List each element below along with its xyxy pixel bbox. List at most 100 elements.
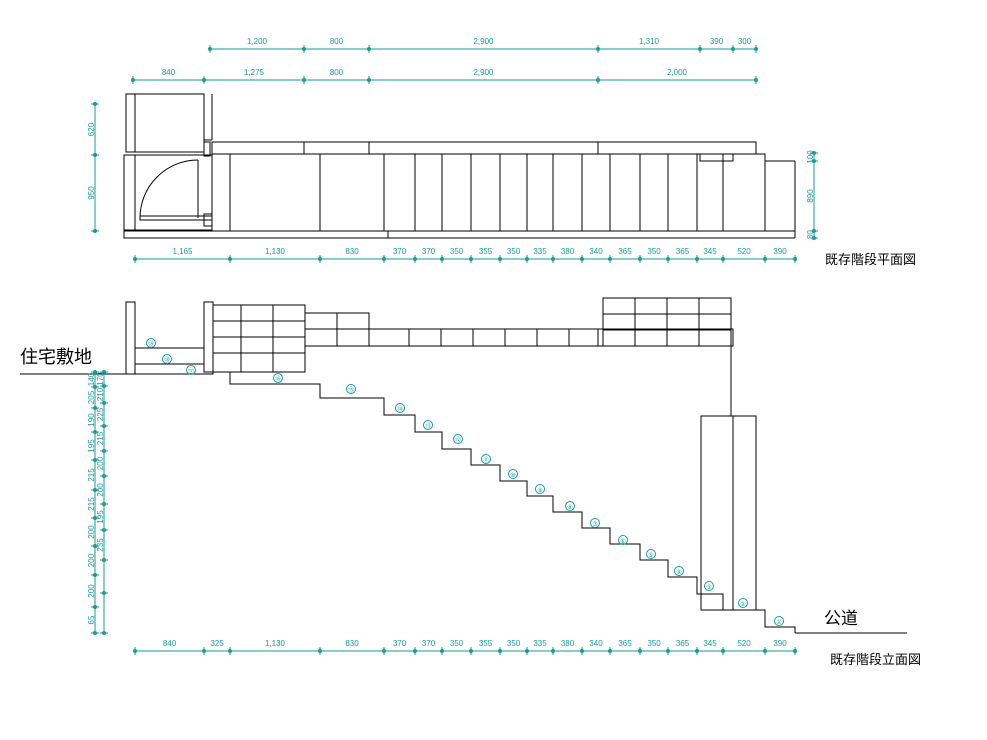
block-wall — [212, 304, 306, 373]
plan-top-dim-1-node — [302, 47, 306, 51]
plan-top-dim-2-node — [131, 78, 135, 82]
plan-top-dim-2-node — [596, 78, 600, 82]
plan-bottom-dim-label: 380 — [561, 247, 575, 256]
plan-upper-room — [125, 93, 205, 153]
step-marker-label: ⑦ — [592, 521, 598, 528]
plan-right-dim-node — [812, 151, 816, 155]
plan-top-dim-2-label: 840 — [162, 68, 176, 77]
elev-left-dim-outer-label: 200 — [87, 525, 96, 539]
plan-top-dim-1-label: 1,200 — [247, 37, 268, 46]
elev-left-dim-outer-label: 195 — [87, 439, 96, 453]
elev-left-dim-inner-label: 225 — [96, 407, 105, 421]
elev-left-dim-inner-label: 200 — [96, 483, 105, 497]
plan-bottom-dim-label: 350 — [450, 247, 464, 256]
elev-bottom-dim-label: 345 — [703, 639, 717, 648]
elev-left-dim-outer-node — [93, 458, 97, 462]
plan-top-dim-1-label: 800 — [330, 37, 344, 46]
plan-right-dim-node — [812, 159, 816, 163]
plan-bottom-dim-label: 520 — [737, 247, 751, 256]
elev-bottom-dim-node — [413, 649, 417, 653]
plan-stair-outline — [211, 153, 766, 232]
elev-bottom-dim-label: 370 — [422, 639, 436, 648]
plan-left-dim-label: 950 — [87, 186, 96, 200]
plan-right-dim-node — [812, 236, 816, 240]
elev-left-dim-inner-node — [102, 591, 106, 595]
elev-bottom-dim-label: 350 — [647, 639, 661, 648]
step-marker-label: ⑫ — [455, 436, 461, 444]
plan-top-dim-2-label: 800 — [330, 68, 344, 77]
plan-bottom-dim-node — [666, 257, 670, 261]
elev-left-dim-outer-node — [93, 544, 97, 548]
plan-view — [123, 93, 796, 239]
plan-left-dim-node — [93, 229, 97, 233]
elev-left-dim-outer-label: 200 — [87, 553, 96, 567]
elev-bottom-dim-node — [721, 649, 725, 653]
step-marker-label: ④ — [676, 569, 681, 576]
elev-left-dim-outer-node — [93, 605, 97, 609]
elev-bottom-dim-label: 390 — [773, 639, 787, 648]
plan-bottom-dim-node — [580, 257, 584, 261]
elev-bottom-dim-label: 350 — [507, 639, 521, 648]
elev-bottom-dim-node — [498, 649, 502, 653]
plan-left-dim-label: 620 — [87, 122, 96, 136]
step-marker-circle — [674, 566, 684, 576]
elev-left-dim-outer-label: 215 — [87, 468, 96, 482]
plan-bottom-dim-node — [318, 257, 322, 261]
elev-left-dim-outer-label: 205 — [87, 390, 96, 404]
elev-bottom-dim-node — [133, 649, 137, 653]
elev-bottom-dim-label: 335 — [533, 639, 547, 648]
plan-top-dim-2-node — [202, 78, 206, 82]
step-marker-label: ⑮ — [348, 386, 354, 394]
elev-left-dim-outer-node — [93, 573, 97, 577]
elev-bottom-dim-node — [666, 649, 670, 653]
elev-left-dim-inner-node — [102, 558, 106, 562]
plan-bottom-dim-node — [498, 257, 502, 261]
plan-bottom-dim-label: 345 — [703, 247, 717, 256]
elev-left-dim-outer-node — [93, 488, 97, 492]
plan-top-dim-2-label: 2,900 — [473, 68, 494, 77]
plan-top-dim-2-label: 1,275 — [244, 68, 265, 77]
elev-left-dim-inner-label: 170 — [96, 372, 105, 386]
elev-bottom-dim-node — [202, 649, 206, 653]
step-marker-circle — [481, 454, 491, 464]
elev-left-dim-inner-node — [102, 401, 106, 405]
elev-bottom-dim-label: 840 — [163, 639, 177, 648]
plan-bottom-dim-label: 365 — [676, 247, 690, 256]
plan-bottom-dim-label: 350 — [507, 247, 521, 256]
elev-bottom-dim-label: 355 — [479, 639, 493, 648]
elev-bottom-dim-label: 325 — [210, 639, 224, 648]
elev-bottom-dim-label: 365 — [618, 639, 632, 648]
plan-bottom-dim-node — [382, 257, 386, 261]
elev-bottom-dim-label: 365 — [676, 639, 690, 648]
plan-right-dim-label: 80 — [806, 230, 815, 239]
plan-top-dim-1-label: 2,900 — [473, 37, 494, 46]
elev-left-dim-inner-node — [102, 449, 106, 453]
elev-left-dim-outer-label: 65 — [87, 615, 96, 624]
elev-left-dim-inner-node — [102, 528, 106, 532]
step-marker-circle — [618, 535, 628, 545]
step-marker-label: ⑩ — [510, 472, 515, 479]
plan-top-dim-1-label: 1,310 — [639, 37, 660, 46]
plan-bottom-dim-node — [440, 257, 444, 261]
step-marker-label: ⑭ — [397, 405, 403, 413]
step-marker-label: ③ — [706, 584, 711, 591]
elev-bottom-dim-node — [318, 649, 322, 653]
plan-bottom-dim-node — [608, 257, 612, 261]
elev-left-dim-inner-node — [102, 384, 106, 388]
plan-bottom-dim-label: 370 — [422, 247, 436, 256]
plan-bottom-dim-label: 335 — [533, 247, 547, 256]
elev-left-dim-inner-node — [102, 474, 106, 478]
plan-bottom-dim-node — [133, 257, 137, 261]
plan-bottom-dim-node — [551, 257, 555, 261]
plan-top-dim-1-label: 300 — [738, 37, 752, 46]
step-marker-label: ⑲ — [148, 340, 154, 348]
elev-right-wall — [700, 415, 757, 611]
step-marker-label: ② — [740, 601, 746, 608]
elev-left-dim-outer-label: 215 — [87, 497, 96, 511]
stair-profile — [135, 371, 796, 633]
elev-bottom-dim-node — [580, 649, 584, 653]
step-marker-label: ⑬ — [425, 422, 431, 430]
step-marker-circle — [704, 581, 714, 591]
